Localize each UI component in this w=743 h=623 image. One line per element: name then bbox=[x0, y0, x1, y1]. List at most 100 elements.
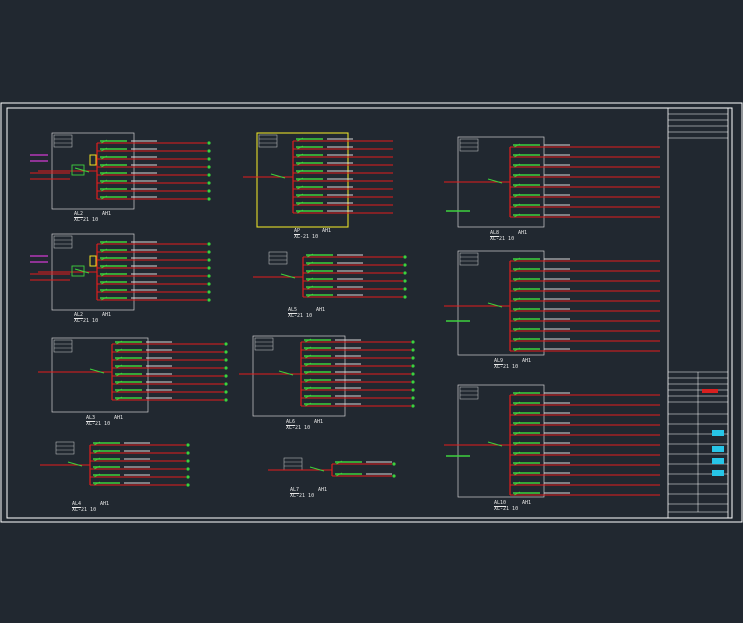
contactor-symbol bbox=[89, 255, 97, 267]
panel-caption-tag: AH1 bbox=[100, 501, 110, 507]
load-terminal bbox=[403, 295, 407, 299]
breaker-switch bbox=[513, 491, 521, 496]
panel-header-table bbox=[459, 386, 479, 400]
breaker-switch bbox=[513, 411, 521, 416]
breaker-switch bbox=[115, 364, 123, 369]
panel-header-table bbox=[53, 134, 73, 148]
load-terminal bbox=[207, 282, 211, 286]
load-terminal bbox=[186, 451, 190, 455]
panel-caption-label: AL3 bbox=[86, 415, 96, 422]
panel-caption-sub: XL-21 10 bbox=[288, 313, 313, 319]
load-terminal bbox=[207, 298, 211, 302]
panel-caption-tag: AH1 bbox=[518, 230, 528, 236]
breaker-switch bbox=[513, 173, 521, 178]
sheet-inner-border bbox=[6, 107, 733, 519]
breaker-switch bbox=[513, 213, 521, 218]
breaker-switch bbox=[100, 272, 108, 277]
breaker-switch bbox=[335, 472, 343, 477]
breaker-switch bbox=[100, 296, 108, 301]
breaker-switch bbox=[306, 261, 314, 266]
load-terminal bbox=[224, 374, 228, 378]
breaker-switch bbox=[513, 153, 521, 158]
load-terminal bbox=[224, 350, 228, 354]
load-terminal bbox=[207, 258, 211, 262]
title-block-stamp bbox=[712, 430, 724, 436]
breaker-switch bbox=[115, 356, 123, 361]
panel-header-table bbox=[459, 252, 479, 266]
load-terminal bbox=[186, 443, 190, 447]
panel-caption-tag: AH1 bbox=[316, 307, 326, 313]
load-terminal bbox=[207, 173, 211, 177]
breaker-switch bbox=[296, 161, 304, 166]
title-block-stamp bbox=[712, 458, 724, 464]
panel-caption-tag: AH1 bbox=[522, 358, 532, 364]
load-terminal bbox=[224, 390, 228, 394]
panel-caption-sub: XL-21 10 bbox=[72, 507, 97, 513]
breaker-switch bbox=[513, 347, 521, 352]
load-terminal bbox=[411, 404, 415, 408]
load-terminal bbox=[207, 197, 211, 201]
breaker-switch bbox=[513, 287, 521, 292]
panel-caption-label: AL8 bbox=[490, 230, 500, 237]
breaker-switch bbox=[93, 449, 101, 454]
panel-caption-tag: AH1 bbox=[102, 211, 112, 217]
sheet-outer-border bbox=[0, 102, 743, 523]
breaker-switch bbox=[100, 155, 108, 160]
breaker-switch bbox=[100, 171, 108, 176]
load-terminal bbox=[207, 149, 211, 153]
load-terminal bbox=[403, 279, 407, 283]
panel-enclosure bbox=[256, 132, 349, 228]
load-terminal bbox=[207, 165, 211, 169]
panel-caption-label: AL9 bbox=[494, 358, 504, 365]
panel-caption-sub: XL-21 10 bbox=[74, 217, 99, 223]
breaker-switch bbox=[100, 147, 108, 152]
panel-caption-tag: AH1 bbox=[522, 500, 532, 506]
breaker-switch bbox=[296, 169, 304, 174]
breaker-switch bbox=[304, 378, 312, 383]
load-terminal bbox=[207, 181, 211, 185]
load-terminal bbox=[207, 290, 211, 294]
title-block-stamp bbox=[712, 470, 724, 476]
panel-caption-label: AL6 bbox=[286, 419, 296, 426]
breaker-switch bbox=[513, 451, 521, 456]
breaker-switch bbox=[304, 338, 312, 343]
panel-caption-tag: AH1 bbox=[314, 419, 324, 425]
panel-caption-sub: XL-21 10 bbox=[490, 236, 515, 242]
panel-caption-sub: XL-21 10 bbox=[286, 425, 311, 431]
breaker-switch bbox=[513, 203, 521, 208]
title-block bbox=[667, 107, 729, 519]
breaker-switch bbox=[513, 257, 521, 262]
breaker-switch bbox=[513, 441, 521, 446]
main-breaker bbox=[67, 461, 83, 467]
load-terminal bbox=[207, 189, 211, 193]
breaker-switch bbox=[513, 471, 521, 476]
load-terminal bbox=[411, 340, 415, 344]
panel-enclosure bbox=[457, 384, 545, 498]
load-terminal bbox=[403, 271, 407, 275]
breaker-switch bbox=[296, 177, 304, 182]
breaker-switch bbox=[306, 277, 314, 282]
breaker-switch bbox=[513, 143, 521, 148]
main-breaker bbox=[74, 268, 90, 274]
main-breaker bbox=[309, 466, 325, 472]
main-breaker bbox=[280, 273, 296, 279]
breaker-switch bbox=[100, 280, 108, 285]
breaker-switch bbox=[100, 187, 108, 192]
breaker-switch bbox=[513, 481, 521, 486]
panel-caption-sub: XL-21 10 bbox=[86, 421, 111, 427]
panel-header-table bbox=[459, 138, 479, 152]
load-terminal bbox=[403, 263, 407, 267]
load-terminal bbox=[403, 287, 407, 291]
panel-caption-sub: XL-21 10 bbox=[290, 493, 315, 499]
main-breaker bbox=[487, 441, 503, 447]
load-terminal bbox=[224, 382, 228, 386]
load-terminal bbox=[403, 255, 407, 259]
breaker-switch bbox=[93, 465, 101, 470]
load-terminal bbox=[411, 380, 415, 384]
main-breaker bbox=[270, 173, 286, 179]
panel-caption-label: AL2 bbox=[74, 312, 84, 319]
main-breaker bbox=[278, 370, 294, 376]
panel-caption-tag: AH1 bbox=[102, 312, 112, 318]
main-breaker bbox=[74, 167, 90, 173]
breaker-switch bbox=[513, 421, 521, 426]
